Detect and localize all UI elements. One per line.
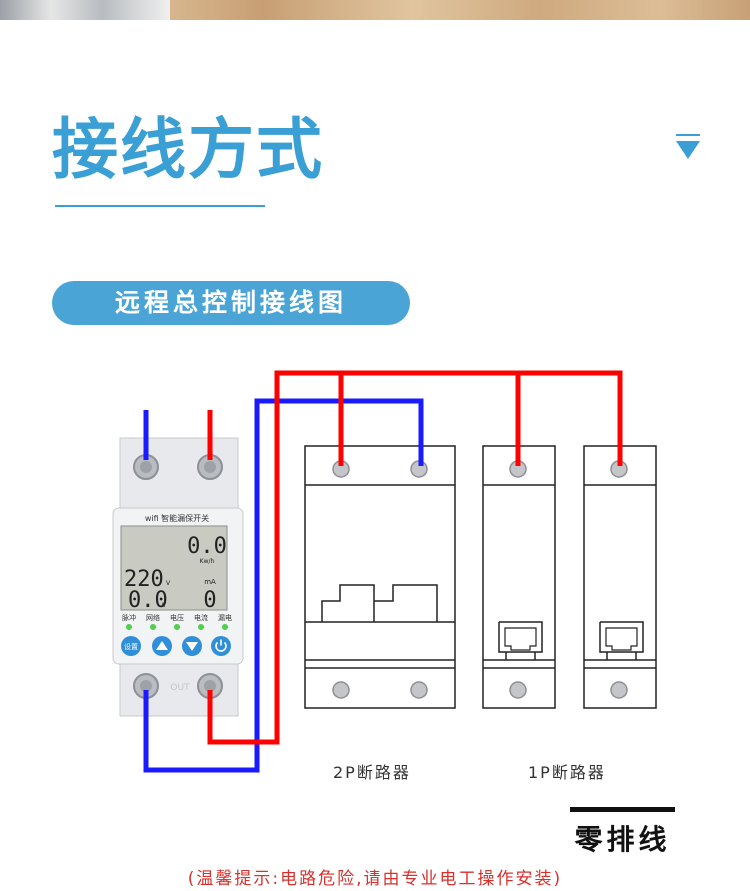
led-network bbox=[150, 624, 156, 630]
breaker-2p-label: 2P断路器 bbox=[333, 763, 411, 782]
device-name: wifi 智能漏保开关 bbox=[145, 513, 209, 523]
down-button[interactable] bbox=[182, 636, 202, 656]
svg-text:设置: 设置 bbox=[124, 642, 138, 651]
current-unit: A bbox=[161, 602, 166, 609]
breaker-1p-label: 1P断路器 bbox=[528, 763, 606, 782]
indicator-label-2: 电压 bbox=[170, 613, 184, 622]
current-value: 0.0 bbox=[128, 588, 168, 613]
lcd-screen bbox=[120, 525, 228, 611]
indicator-label-1: 网络 bbox=[146, 613, 160, 622]
smart-breaker-device: wifi 智能漏保开关 0.0 Kw/h 220 V mA 0.0 A 0 脉冲… bbox=[112, 437, 244, 717]
down-arrow-icon bbox=[186, 642, 198, 651]
leak-value: 0 bbox=[203, 588, 216, 613]
zero-line-label: 零排线 bbox=[574, 823, 671, 856]
breaker-2p bbox=[304, 445, 456, 709]
title-underline bbox=[55, 205, 265, 207]
energy-value: 0.0 bbox=[187, 534, 227, 559]
voltage-unit: V bbox=[166, 580, 171, 587]
energy-unit: Kw/h bbox=[200, 558, 215, 565]
safety-warning: (温馨提示:电路危险,请由专业电工操作安装) bbox=[187, 869, 563, 889]
led-leak bbox=[222, 624, 228, 630]
led-voltage bbox=[174, 624, 180, 630]
up-arrow-icon bbox=[156, 641, 168, 650]
indicator-label-4: 漏电 bbox=[218, 613, 232, 622]
breaker-1p-a-handle bbox=[498, 621, 543, 660]
led-pulse bbox=[126, 624, 132, 630]
voltage-value: 220 bbox=[124, 567, 164, 592]
live-wire bbox=[207, 370, 623, 745]
zero-line-bar bbox=[570, 807, 675, 812]
breaker-1p-b-handle bbox=[599, 621, 644, 660]
indicator-label-3: 电流 bbox=[194, 613, 208, 622]
breaker-2p-handle bbox=[321, 584, 438, 622]
arrow-bar bbox=[676, 134, 700, 136]
section-pill: 远程总控制接线图 bbox=[52, 281, 410, 325]
breaker-1p-b bbox=[583, 445, 657, 709]
wood-banner bbox=[0, 0, 750, 20]
power-button[interactable] bbox=[211, 636, 231, 656]
leak-unit: mA bbox=[204, 578, 216, 586]
settings-button[interactable]: 设置 bbox=[121, 636, 141, 656]
paper-decoration bbox=[0, 0, 170, 20]
indicator-label-0: 脉冲 bbox=[122, 613, 136, 622]
up-button[interactable] bbox=[152, 636, 172, 656]
down-triangle-icon bbox=[676, 141, 700, 159]
led-current bbox=[198, 624, 204, 630]
out-label: OUT bbox=[170, 683, 190, 693]
power-icon bbox=[215, 641, 227, 652]
neutral-wire bbox=[143, 398, 424, 773]
breaker-1p-a bbox=[482, 445, 556, 709]
page-title: 接线方式 bbox=[52, 111, 324, 188]
